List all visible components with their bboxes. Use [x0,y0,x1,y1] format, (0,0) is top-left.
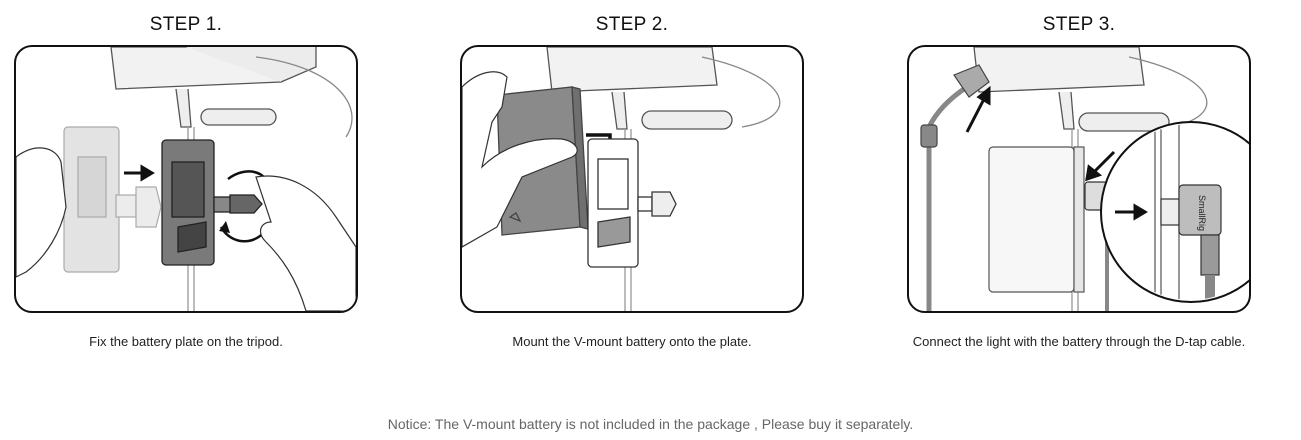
cable-brand-label: SmallRig [1197,195,1207,231]
step-title: STEP 3. [1042,14,1116,35]
step-caption: Mount the V-mount battery onto the plate… [512,334,752,349]
step-3-panel: SmallRig [907,45,1251,313]
step-1-panel [14,45,358,313]
step-title: STEP 2. [595,14,669,35]
step-2-panel [460,45,804,313]
notice-text: Notice: The V-mount battery is not inclu… [387,416,914,432]
step-caption: Fix the battery plate on the tripod. [89,334,283,349]
step-title: STEP 1. [149,14,223,35]
v-mount-battery-illustration [462,47,781,311]
step-caption: Connect the light with the battery throu… [912,334,1246,349]
battery-plate-mount-illustration [16,47,356,311]
d-tap-cable-illustration: SmallRig [920,47,1249,311]
